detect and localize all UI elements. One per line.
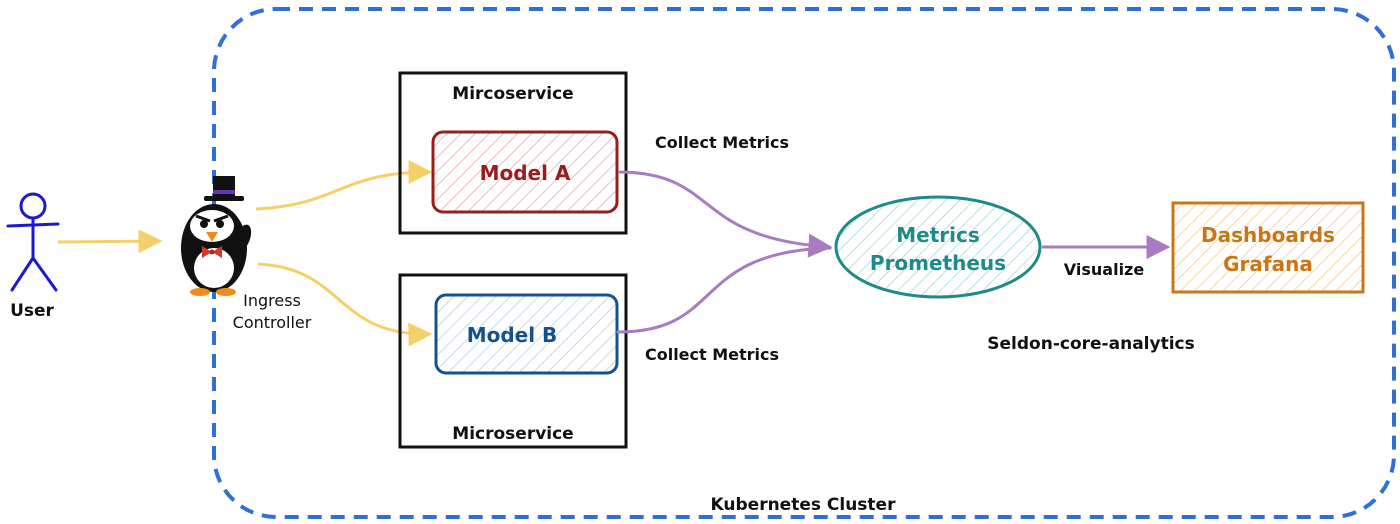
penguin-top-hat-icon: [181, 176, 252, 296]
user-label: User: [10, 301, 54, 321]
grafana-node: [1171, 201, 1365, 294]
prometheus-node: [834, 195, 1042, 299]
prometheus-label-line1: Metrics: [896, 223, 980, 247]
microservice-b-label: Microservice: [452, 424, 573, 444]
collect-metrics-a-label: Collect Metrics: [655, 133, 789, 152]
model-a-label: Model A: [480, 161, 571, 185]
microservice-a-label: Mircoservice: [452, 84, 573, 104]
user-to-ingress-arrow: [57, 229, 163, 254]
visualize-label: Visualize: [1064, 260, 1145, 279]
grafana-label-line1: Dashboards: [1201, 223, 1335, 247]
ingress-to-model-a-arrow: [255, 160, 433, 211]
model-a-box: [431, 130, 619, 214]
ingress-label-line2: Controller: [233, 313, 312, 332]
seldon-analytics-label: Seldon-core-analytics: [987, 334, 1194, 354]
model-b-to-prometheus-arrow: [616, 246, 832, 334]
model-a-to-prometheus-arrow: [617, 170, 833, 258]
collect-metrics-b-label: Collect Metrics: [645, 345, 779, 364]
model-b-label: Model B: [467, 323, 558, 347]
grafana-label-line2: Grafana: [1223, 252, 1313, 276]
stick-figure-user-icon: [6, 192, 60, 292]
microservice-a-box: [398, 71, 628, 235]
kubernetes-cluster-label: Kubernetes Cluster: [711, 495, 897, 515]
prometheus-label-line2: Prometheus: [870, 251, 1006, 275]
model-b-box: [434, 293, 619, 375]
microservice-b-box: [398, 273, 628, 449]
ingress-label-line1: Ingress: [243, 291, 301, 310]
